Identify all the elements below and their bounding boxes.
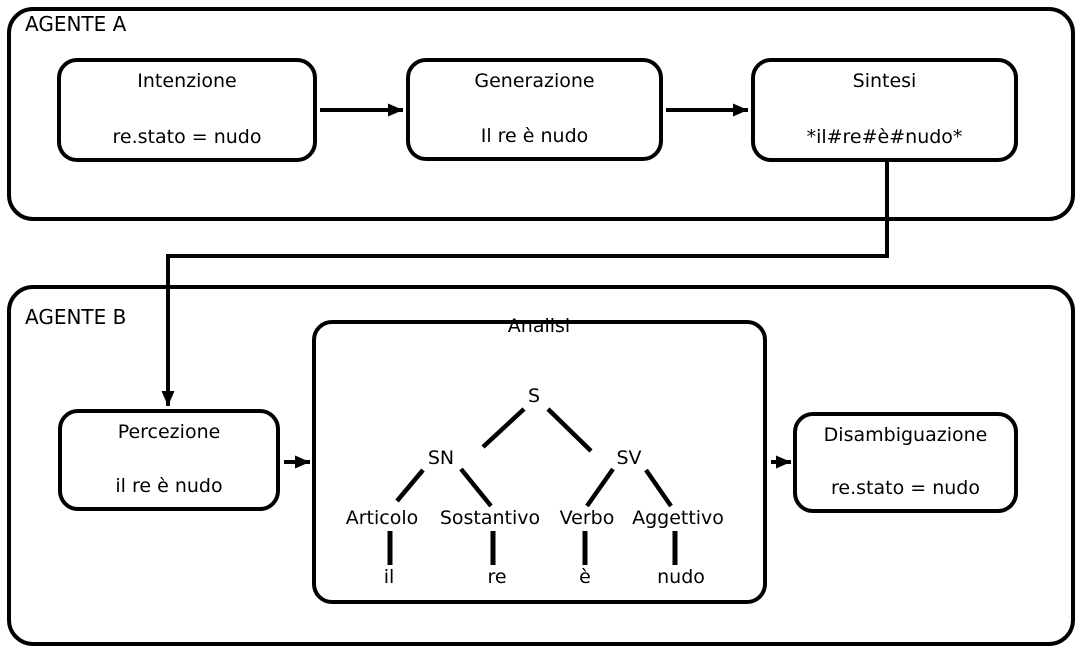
tree-node-sn: SN	[427, 447, 455, 469]
generazione-title: Generazione	[474, 70, 595, 92]
intenzione-value: re.stato = nudo	[112, 126, 262, 148]
sintesi-box: Sintesi *il#re#è#nudo*	[751, 58, 1018, 162]
tree-node-aggettivo: Aggettivo	[632, 507, 724, 529]
generazione-value: Il re è nudo	[480, 125, 589, 147]
analisi-box	[312, 320, 767, 604]
agent-b-label: AGENTE B	[25, 305, 127, 329]
disambiguazione-title: Disambiguazione	[823, 424, 988, 446]
percezione-box: Percezione il re è nudo	[58, 409, 280, 511]
tree-leaf-nudo: nudo	[657, 566, 705, 588]
generazione-box: Generazione Il re è nudo	[406, 58, 663, 161]
agent-a-label: AGENTE A	[25, 12, 127, 36]
analisi-title: Analisi	[507, 315, 571, 337]
tree-leaf-re: re	[487, 566, 507, 588]
intenzione-title: Intenzione	[137, 70, 237, 92]
tree-node-verbo: Verbo	[559, 507, 615, 529]
sintesi-value: *il#re#è#nudo*	[806, 126, 963, 148]
tree-leaf-il: il	[383, 566, 395, 588]
percezione-value: il re è nudo	[115, 475, 223, 497]
percezione-title: Percezione	[117, 421, 221, 443]
tree-leaf-e: è	[579, 566, 591, 588]
disambiguazione-box: Disambiguazione re.stato = nudo	[793, 412, 1018, 513]
disambiguazione-value: re.stato = nudo	[831, 477, 980, 499]
tree-node-articolo: Articolo	[345, 507, 419, 529]
tree-node-sv: SV	[616, 447, 642, 469]
tree-node-s: S	[527, 385, 541, 407]
sintesi-title: Sintesi	[852, 70, 917, 92]
tree-node-sostantivo: Sostantivo	[439, 507, 541, 529]
intenzione-box: Intenzione re.stato = nudo	[57, 58, 317, 162]
